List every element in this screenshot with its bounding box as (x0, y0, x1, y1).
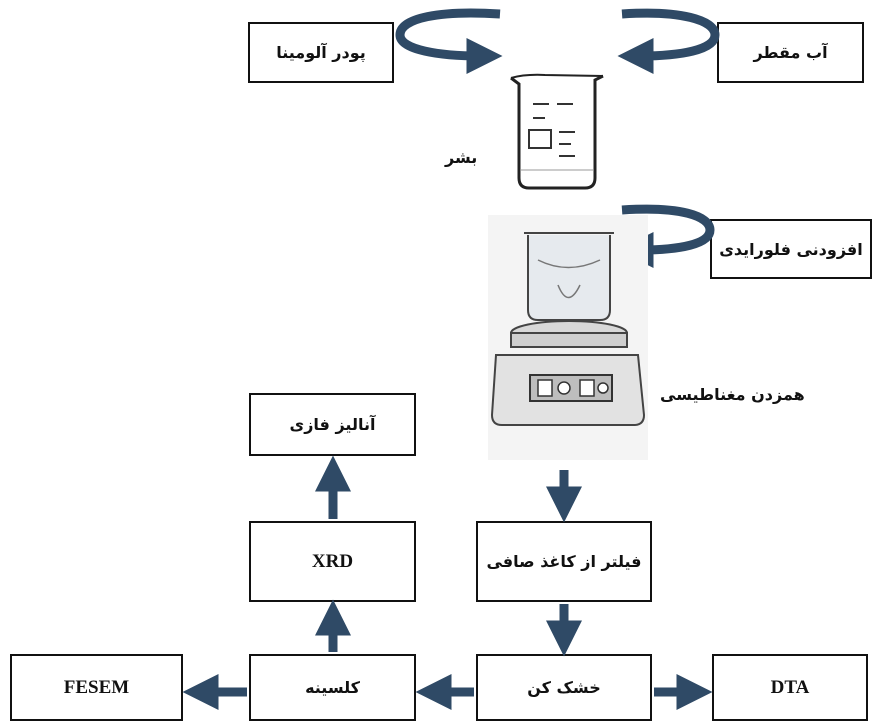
node-filter-paper-label: فیلتر از کاغذ صافی (486, 552, 642, 571)
beaker-label: بشر (445, 148, 478, 167)
node-alumina-powder: پودر آلومینا (248, 22, 394, 83)
node-calcination-label: کلسینه (305, 678, 360, 697)
node-fesem: FESEM (10, 654, 183, 721)
node-xrd: XRD (249, 521, 416, 602)
node-dta: DTA (712, 654, 868, 721)
node-dryer-label: خشک کن (527, 678, 601, 697)
node-distilled-water-label: آب مقطر (753, 43, 828, 62)
node-xrd-label: XRD (311, 550, 354, 572)
curve-arrow-water-to-beaker (617, 8, 720, 74)
node-fesem-label: FESEM (63, 676, 130, 698)
curve-arrow-alumina-to-beaker (395, 8, 503, 74)
node-phase-analysis: آنالیز فازی (249, 393, 416, 456)
node-phase-analysis-label: آنالیز فازی (289, 415, 376, 434)
node-alumina-powder-label: پودر آلومینا (276, 43, 366, 62)
node-add-fluoride-label: افزودنی فلورایدی (719, 239, 863, 259)
node-dryer: خشک کن (476, 654, 652, 721)
node-add-fluoride: افزودنی فلورایدی (710, 219, 872, 279)
magnetic-stirrer-icon (488, 215, 648, 460)
magnetic-stirring-label: همزدن مغناطیسی (660, 385, 805, 404)
node-distilled-water: آب مقطر (717, 22, 864, 83)
node-filter-paper: فیلتر از کاغذ صافی (476, 521, 652, 602)
curve-arrow-fluoride-to-stirrer (617, 204, 715, 268)
node-calcination: کلسینه (249, 654, 416, 721)
glass-beaker-icon (510, 73, 604, 190)
node-dta-label: DTA (770, 676, 810, 698)
